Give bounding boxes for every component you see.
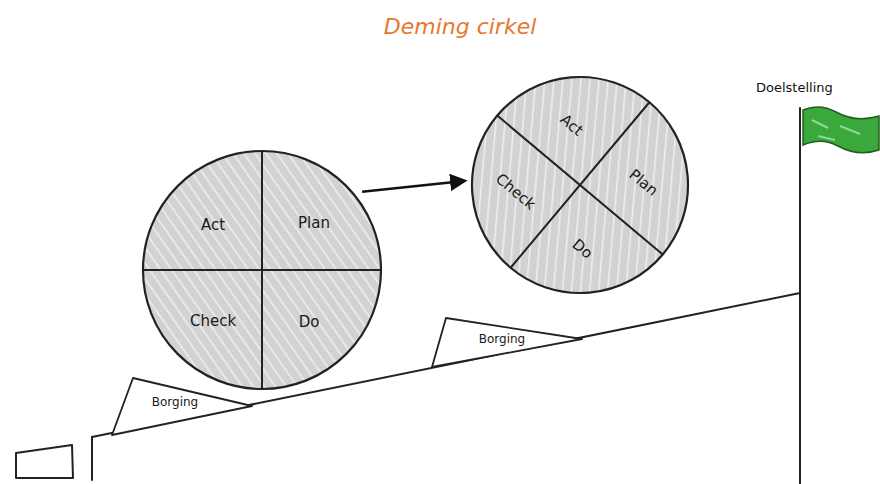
circle-fill [143,151,381,389]
wedge-hatching [112,378,252,435]
flow-arrow [362,181,464,192]
circle-border [143,151,381,389]
pdca-step: Do [299,314,320,331]
pdca-circle: Act PlanCheck Do [141,149,383,391]
pdca-step: Plan [298,215,330,232]
wedge-hatching [432,318,582,367]
wedge-fill [112,378,252,435]
slope-start [91,437,93,480]
goal-flag [803,107,879,153]
pdca-step: Act [201,217,225,234]
goal-label: Doelstelling [756,80,833,95]
circle-border [428,33,732,337]
wedge-fill [432,318,582,367]
quadrant-lines [143,151,381,389]
flag-hatching [812,120,860,140]
borging-wedge: Borging [108,374,258,440]
circle-hatching [428,33,732,337]
pdca-circle: ActCheckPlanDo [425,30,735,340]
borging-text: Borging [479,333,525,347]
wedge-border [432,318,582,367]
circle-outline [141,149,383,391]
circle-fill [428,33,732,337]
borging-wedge: Borging [428,314,588,372]
flag-pole [799,108,801,484]
wedge-border [112,378,252,435]
circle-outline [425,30,735,340]
pdca-step: Check [190,313,236,330]
diagram-title: Deming cirkel [384,14,537,39]
borging-text: Borging [152,396,198,410]
start-block [16,445,73,478]
circle-hatching [143,151,381,389]
quadrant-lines [428,33,732,337]
